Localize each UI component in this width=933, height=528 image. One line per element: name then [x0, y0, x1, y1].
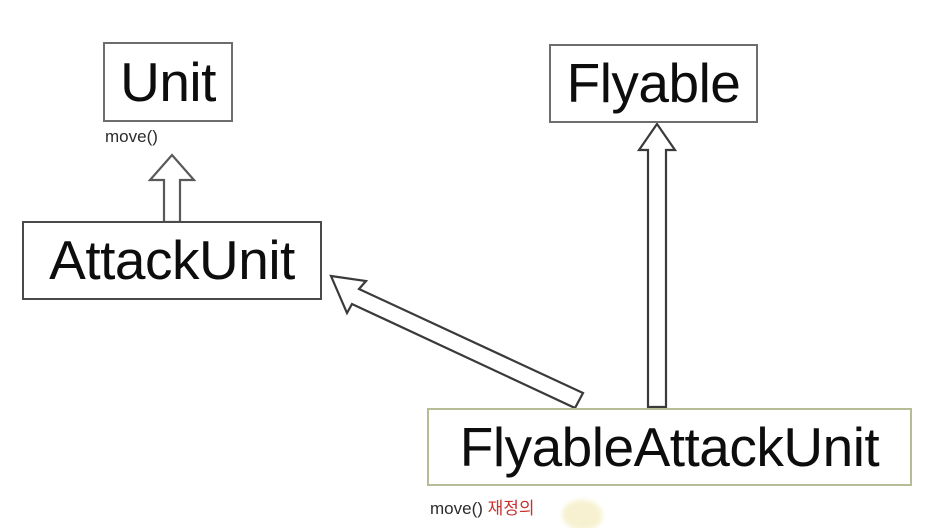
- method-override-note: 재정의: [487, 499, 535, 518]
- method-name-flyableattackunit-move: move(): [430, 499, 483, 518]
- cursor-highlight-blob: [562, 500, 602, 528]
- class-box-flyableattackunit[interactable]: FlyableAttackUnit: [427, 408, 912, 486]
- generalization-arrow-flyableattackunit-to-flyable: [636, 122, 678, 409]
- method-label-flyableattackunit: move() 재정의: [430, 500, 535, 517]
- class-name-flyable: Flyable: [566, 52, 741, 114]
- class-box-flyable[interactable]: Flyable: [549, 44, 758, 123]
- class-box-attackunit[interactable]: AttackUnit: [22, 221, 322, 300]
- class-name-attackunit: AttackUnit: [49, 229, 295, 291]
- method-name-unit-move: move(): [105, 127, 158, 146]
- generalization-arrow-attackunit-to-unit: [147, 153, 197, 224]
- class-name-flyableattackunit: FlyableAttackUnit: [459, 415, 880, 478]
- method-label-unit: move(): [105, 128, 158, 145]
- class-box-unit[interactable]: Unit: [103, 42, 233, 122]
- generalization-arrow-flyableattackunit-to-attackunit: [329, 274, 585, 410]
- class-name-unit: Unit: [120, 50, 216, 113]
